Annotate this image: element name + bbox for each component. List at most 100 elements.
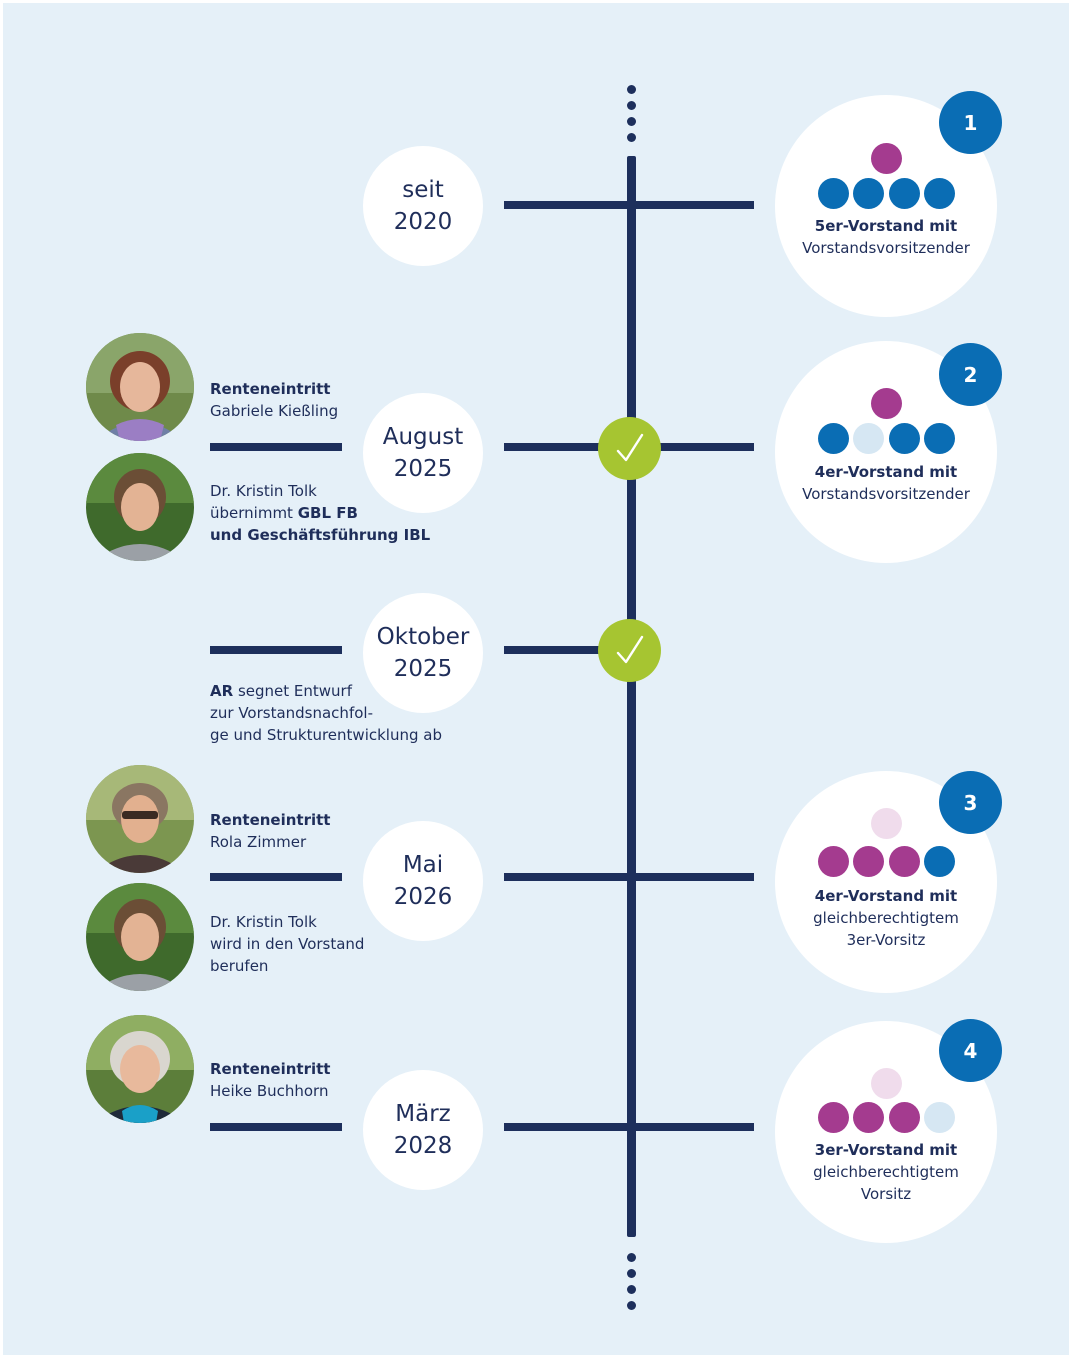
member-dot <box>889 1102 920 1133</box>
event-line <box>210 1123 342 1131</box>
checkmark-badge <box>598 417 661 480</box>
event-line <box>210 646 342 654</box>
member-dot <box>818 178 849 209</box>
member-dot <box>818 1102 849 1133</box>
event-text-retirement: Renteneintritt Rola Zimmer <box>210 809 330 853</box>
board-subtitle: 3er-Vorsitz <box>846 931 926 949</box>
photo-kristin-tolk <box>86 883 194 991</box>
date-circle-okt-2025: Oktober 2025 <box>363 593 483 713</box>
board-number-badge: 2 <box>939 343 1002 406</box>
event-text-supervisory-board: AR segnet Entwurf zur Vorstandsnachfol- … <box>210 680 442 746</box>
event-text-appointment: Dr. Kristin Tolk wird in den Vorstand be… <box>210 911 364 977</box>
person-photo-icon <box>86 333 194 441</box>
timeline-dot-bottom <box>627 1301 636 1310</box>
board-number-badge: 4 <box>939 1019 1002 1082</box>
event-line2: zur Vorstandsnachfol- <box>210 704 373 722</box>
board-subtitle: Vorstandsvorsitzender <box>802 239 970 257</box>
board-number-badge: 1 <box>939 91 1002 154</box>
timeline-spine <box>627 156 636 1237</box>
board-number-badge: 3 <box>939 771 1002 834</box>
board-subtitle: Vorstandsvorsitzender <box>802 485 970 503</box>
member-dot <box>853 178 884 209</box>
event-name: Rola Zimmer <box>210 833 307 851</box>
date-label-line1: seit <box>402 177 444 203</box>
event-line <box>210 873 342 881</box>
member-dot <box>889 846 920 877</box>
timeline-dot-top <box>627 101 636 110</box>
date-label-line1: August <box>382 424 464 450</box>
member-dot <box>924 178 955 209</box>
event-name: Gabriele Kießling <box>210 402 339 420</box>
event-line2: wird in den Vorstand <box>210 935 365 953</box>
connector-line <box>504 1123 754 1131</box>
date-label-line2: 2020 <box>393 209 453 235</box>
member-dot <box>853 846 884 877</box>
timeline-dot-bottom <box>627 1269 636 1278</box>
event-line2-bold: GBL FB <box>297 504 358 522</box>
board-title: 4er-Vorstand mit <box>814 463 958 481</box>
checkmark-icon <box>616 635 643 663</box>
timeline-dot-top <box>627 85 636 94</box>
board-subtitle: gleichberechtigtem <box>813 1163 959 1181</box>
date-circle-maerz-2028: März 2028 <box>363 1070 483 1190</box>
event-line <box>210 443 342 451</box>
event-text-appointment: Dr. Kristin Tolk übernimmt GBL FB und Ge… <box>210 480 430 546</box>
event-line3-bold: und Geschäftsführung IBL <box>210 526 431 544</box>
checkmark-icon <box>616 433 643 461</box>
board-title: 4er-Vorstand mit <box>814 887 958 905</box>
timeline-dot-bottom <box>627 1285 636 1294</box>
timeline-dot-top <box>627 117 636 126</box>
photo-rola-zimmer <box>86 765 194 873</box>
event-bold: AR <box>210 682 234 700</box>
event-text-retirement: Renteneintritt Heike Buchhorn <box>210 1058 330 1102</box>
date-label-line2: 2028 <box>393 1133 453 1159</box>
board-subtitle: gleichberechtigtem <box>813 909 959 927</box>
member-dot <box>818 423 849 454</box>
date-circle-aug-2025: August 2025 <box>363 393 483 513</box>
checkmark-badge <box>598 619 661 682</box>
timeline-canvas: seit 2020 5er-Vorstand mit Vorstandsvors… <box>3 3 1069 1355</box>
person-photo-icon <box>86 883 194 991</box>
member-dot <box>871 808 902 839</box>
board-title: 3er-Vorstand mit <box>814 1141 958 1159</box>
date-label-line1: Oktober <box>376 624 470 650</box>
event-name: Heike Buchhorn <box>210 1082 329 1100</box>
event-line3: ge und Strukturentwicklung ab <box>210 726 442 744</box>
event-line2: übernimmt <box>210 504 298 522</box>
member-dot <box>889 178 920 209</box>
event-line1: Dr. Kristin Tolk <box>210 913 317 931</box>
photo-heike-buchhorn <box>86 1015 194 1123</box>
event-line1: segnet Entwurf <box>233 682 352 700</box>
event-line1: Dr. Kristin Tolk <box>210 482 317 500</box>
event-bold: Renteneintritt <box>210 1060 331 1078</box>
photo-gabriele-kiessling <box>86 333 194 441</box>
member-dot <box>924 423 955 454</box>
event-bold: Renteneintritt <box>210 380 331 398</box>
photo-kristin-tolk <box>86 453 194 561</box>
member-dot <box>889 423 920 454</box>
board-subtitle: Vorsitz <box>860 1185 912 1203</box>
connector-line <box>504 873 754 881</box>
member-dot <box>871 1068 902 1099</box>
date-label-line2: 2026 <box>393 884 453 910</box>
timeline-dot-top <box>627 133 636 142</box>
person-photo-icon <box>86 453 194 561</box>
board-title: 5er-Vorstand mit <box>814 217 958 235</box>
member-dot <box>818 846 849 877</box>
member-dot <box>871 143 902 174</box>
date-label-line2: 2025 <box>393 656 453 682</box>
person-photo-icon <box>86 1015 194 1123</box>
connector-line <box>504 201 754 209</box>
event-line3: berufen <box>210 957 269 975</box>
event-bold: Renteneintritt <box>210 811 331 829</box>
connector-line <box>504 646 604 654</box>
member-dot <box>924 846 955 877</box>
date-label-line1: Mai <box>402 852 444 878</box>
date-circle-mai-2026: Mai 2026 <box>363 821 483 941</box>
timeline-dot-bottom <box>627 1253 636 1262</box>
event-text-retirement: Renteneintritt Gabriele Kießling <box>210 378 338 422</box>
member-dot <box>871 388 902 419</box>
date-label-line2: 2025 <box>393 456 453 482</box>
member-dot <box>853 1102 884 1133</box>
member-dot <box>853 423 884 454</box>
